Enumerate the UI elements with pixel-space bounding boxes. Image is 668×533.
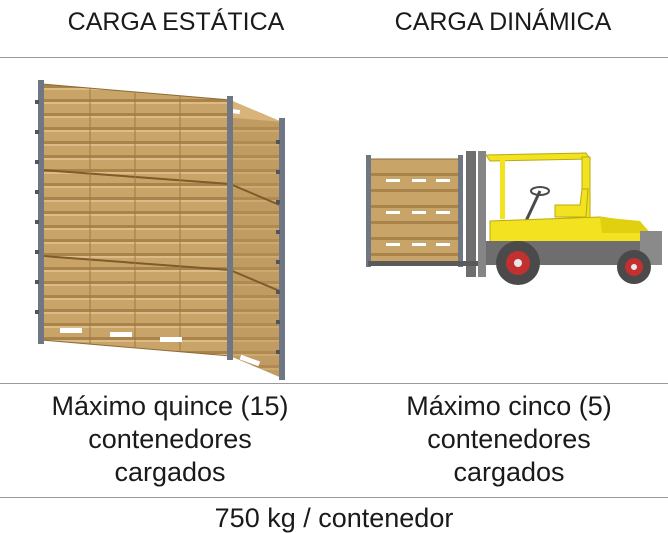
static-load-header: CARGA ESTÁTICA [67, 8, 285, 36]
static-load-description: Máximo quince (15) contenedores cargados [10, 390, 330, 489]
dynamic-load-header: CARGA DINÁMICA [394, 8, 612, 36]
forklift-container [366, 155, 463, 267]
dynamic-load-description: Máximo cinco (5) contenedores cargados [350, 390, 668, 489]
dynamic-description-line: cargados [453, 457, 565, 487]
dynamic-description-line: Máximo cinco (5) [406, 391, 612, 421]
weight-per-container: 750 kg / contenedor [214, 503, 454, 533]
stacked-containers-illustration [35, 80, 285, 380]
header-divider [0, 57, 668, 58]
dynamic-description-line: contenedores [427, 424, 591, 454]
static-description-line: Máximo quince (15) [51, 391, 289, 421]
forklift-illustration [366, 151, 662, 285]
figure-divider [0, 383, 668, 384]
footer-divider [0, 497, 668, 498]
static-description-line: cargados [114, 457, 226, 487]
static-description-line: contenedores [88, 424, 252, 454]
